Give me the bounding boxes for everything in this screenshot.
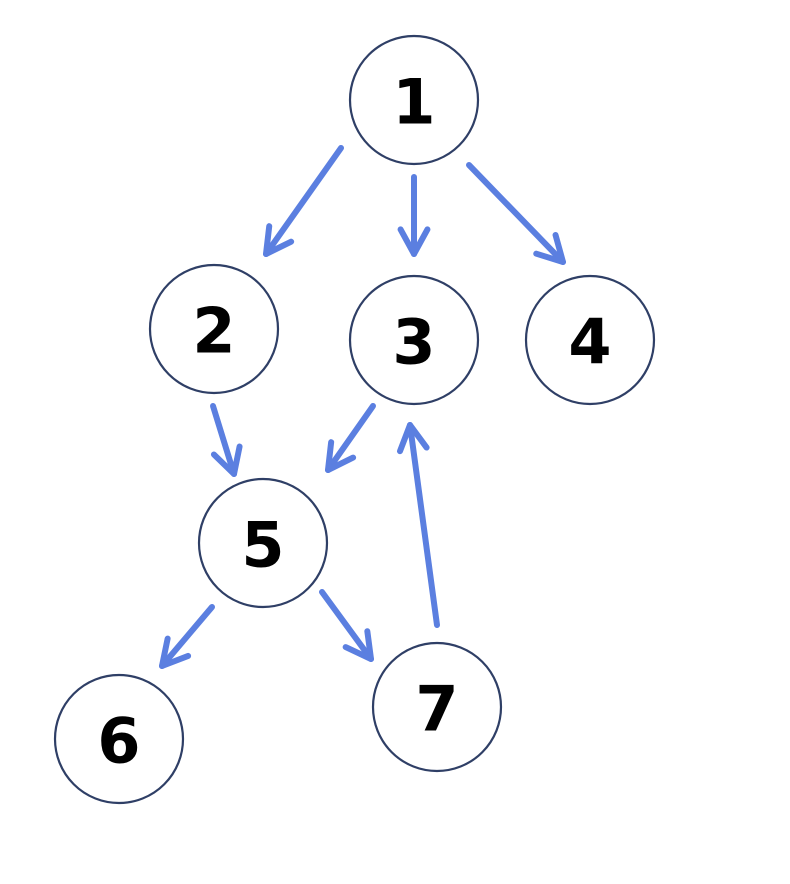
edge-line bbox=[159, 604, 215, 669]
arrowhead-icon bbox=[342, 628, 374, 662]
edge-1-to-3 bbox=[397, 174, 431, 257]
edge-1-to-2 bbox=[263, 145, 344, 257]
arrowhead-icon bbox=[325, 439, 357, 473]
node-circle bbox=[348, 274, 480, 406]
node-7: 7 bbox=[371, 641, 503, 773]
node-circle bbox=[148, 263, 280, 395]
node-label: 3 bbox=[392, 306, 435, 379]
node-label: 2 bbox=[192, 295, 235, 368]
node-label: 4 bbox=[568, 306, 611, 379]
edge-line bbox=[319, 589, 374, 662]
node-label: 6 bbox=[97, 705, 140, 778]
node-4: 4 bbox=[524, 274, 656, 406]
edges-layer bbox=[159, 145, 566, 669]
edge-line bbox=[466, 162, 566, 265]
arrowhead-icon bbox=[210, 443, 243, 477]
node-label: 7 bbox=[415, 673, 458, 746]
node-label: 5 bbox=[241, 509, 284, 582]
arrowhead-icon bbox=[533, 232, 566, 265]
edge-2-to-5 bbox=[210, 403, 243, 477]
node-1: 1 bbox=[348, 34, 480, 166]
node-label: 1 bbox=[392, 66, 435, 139]
nodes-layer: 1 2 3 4 5 6 7 bbox=[53, 34, 656, 805]
edge-line bbox=[325, 403, 376, 473]
node-circle bbox=[524, 274, 656, 406]
edge-line bbox=[210, 403, 237, 477]
edge-1-to-4 bbox=[466, 162, 566, 265]
arrowhead-icon bbox=[396, 422, 430, 455]
node-circle bbox=[371, 641, 503, 773]
arrowhead-icon bbox=[397, 226, 431, 257]
node-6: 6 bbox=[53, 673, 185, 805]
edge-line bbox=[407, 422, 440, 628]
node-circle bbox=[197, 477, 329, 609]
edge-5-to-7 bbox=[319, 589, 374, 662]
node-2: 2 bbox=[148, 263, 280, 395]
edge-7-to-3 bbox=[396, 422, 440, 628]
edge-3-to-5 bbox=[325, 403, 376, 473]
node-circle bbox=[348, 34, 480, 166]
edge-line bbox=[263, 145, 344, 257]
arrowhead-icon bbox=[159, 635, 192, 669]
edge-5-to-6 bbox=[159, 604, 215, 669]
node-circle bbox=[53, 673, 185, 805]
node-5: 5 bbox=[197, 477, 329, 609]
arrowhead-icon bbox=[263, 223, 295, 257]
node-3: 3 bbox=[348, 274, 480, 406]
